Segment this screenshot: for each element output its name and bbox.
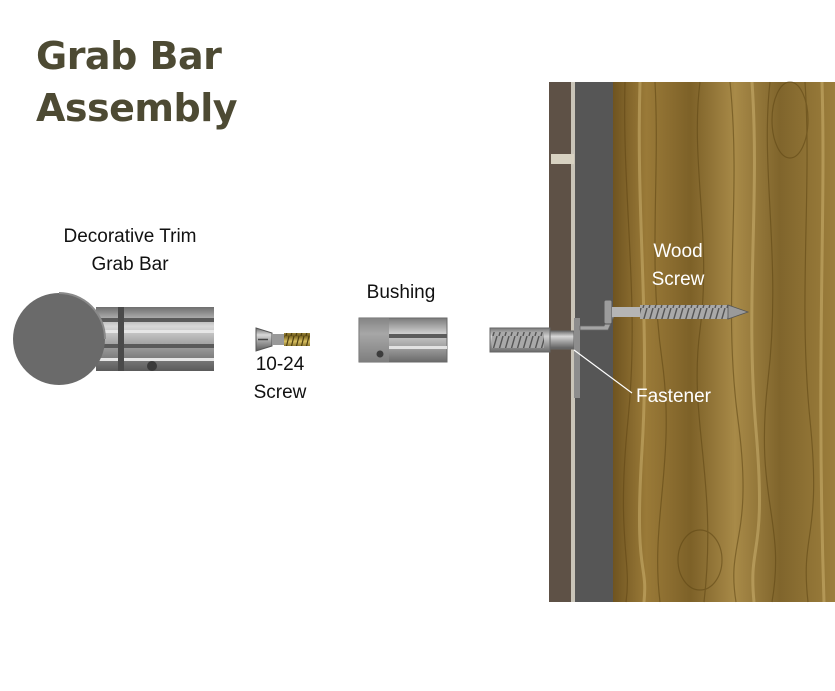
fastener-label: Fastener <box>636 386 711 407</box>
wood-screw-label-line-2: Screw <box>651 269 705 290</box>
fastener <box>489 311 617 398</box>
machine-screw-label: 10-24 Screw <box>244 351 316 407</box>
diagram-title: Grab Bar Assembly <box>36 30 238 134</box>
decorative-trim-label-line-1: Decorative Trim <box>63 226 197 247</box>
wall-section <box>549 81 835 603</box>
grab-bar-end-cap <box>13 293 105 385</box>
decorative-trim-label: Decorative Trim Grab Bar <box>44 223 216 279</box>
bushing <box>358 317 448 363</box>
machine-screw-label-line-1: 10-24 <box>255 354 305 375</box>
wood-screw <box>603 299 750 325</box>
title-line-2: Assembly <box>36 86 238 130</box>
machine-screw <box>255 327 310 352</box>
drywall-layer <box>575 82 613 602</box>
grab-bar <box>13 292 214 385</box>
title-line-1: Grab Bar <box>36 34 222 78</box>
wood-screw-label: Wood Screw <box>636 238 720 294</box>
decorative-trim-label-line-2: Grab Bar <box>91 254 169 275</box>
bushing-label: Bushing <box>366 282 436 303</box>
wood-highlights <box>637 81 826 603</box>
panel-joint <box>551 154 574 164</box>
machine-screw-label-line-2: Screw <box>253 382 307 403</box>
wood-stud <box>613 82 835 602</box>
fastener-leader-line <box>573 349 633 394</box>
wood-screw-label-line-1: Wood <box>653 241 703 262</box>
